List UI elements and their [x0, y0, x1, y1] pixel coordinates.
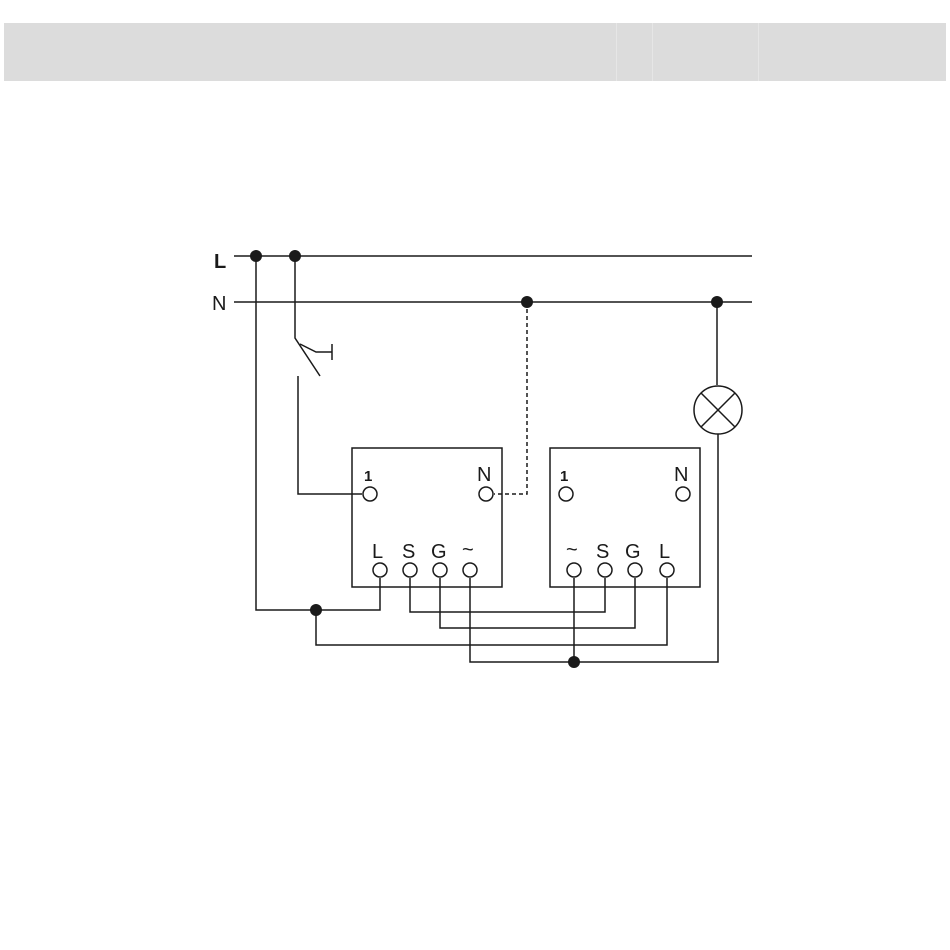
neutral-label: N [212, 293, 226, 315]
terminal-right-l [660, 563, 674, 577]
terminal-left-l [373, 563, 387, 577]
terminal-left-load [463, 563, 477, 577]
terminal-right-load [567, 563, 581, 577]
right-bottom-label-load: ~ [566, 539, 578, 561]
right-top-label-n: N [674, 464, 688, 486]
right-bottom-label-l: L [659, 541, 670, 563]
line-label: L [214, 251, 226, 273]
left-bottom-label-g: G [431, 541, 447, 563]
load-interconnect [470, 578, 574, 662]
right-bottom-label-g: G [625, 541, 641, 563]
terminal-right-g [628, 563, 642, 577]
terminal-left-s [403, 563, 417, 577]
terminal-left-n [479, 487, 493, 501]
neutral-link-dashed [494, 302, 527, 494]
junction-dot [711, 296, 723, 308]
junction-dot [568, 656, 580, 668]
left-bottom-label-load: ~ [462, 539, 474, 561]
left-bottom-label-l: L [372, 541, 383, 563]
left-L-wire [316, 578, 380, 610]
terminal-left-1 [363, 487, 377, 501]
terminal-right-n [676, 487, 690, 501]
right-bottom-label-s: S [596, 541, 609, 563]
terminal-right-s [598, 563, 612, 577]
pushbutton-wire-upper [295, 256, 320, 376]
terminal-right-1 [559, 487, 573, 501]
junction-dot [289, 250, 301, 262]
terminal-left-g [433, 563, 447, 577]
junction-dot [310, 604, 322, 616]
junction-dot [250, 250, 262, 262]
right-top-label-1: 1 [560, 468, 568, 485]
junction-dot [521, 296, 533, 308]
left-bottom-label-s: S [402, 541, 415, 563]
left-top-label-1: 1 [364, 468, 372, 485]
line-feed-wire [256, 256, 316, 610]
left-top-label-n: N [477, 464, 491, 486]
